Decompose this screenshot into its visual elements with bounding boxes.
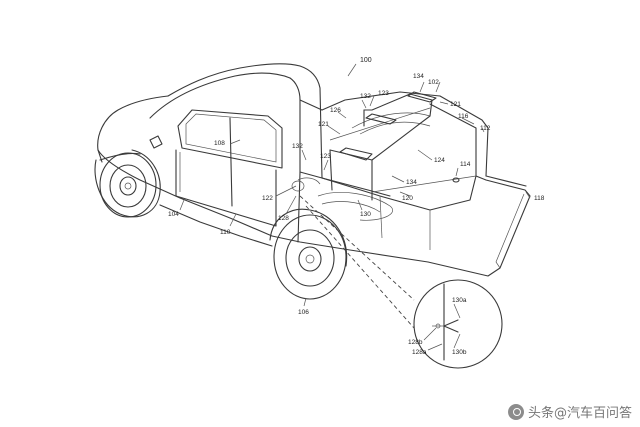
label-132-top: 132 <box>360 93 371 100</box>
label-122: 122 <box>262 195 273 202</box>
watermark-logo-icon <box>507 403 524 420</box>
label-112: 112 <box>480 125 491 132</box>
watermark: 头条@汽车百问答 <box>507 402 632 421</box>
label-134-top: 134 <box>413 73 424 80</box>
label-134-mid: 134 <box>406 179 417 186</box>
label-130b: 130b <box>452 349 467 356</box>
label-121-left: 121 <box>318 121 329 128</box>
label-128b: 128b <box>408 339 423 346</box>
label-128a: 128a <box>412 349 427 356</box>
front-wheel <box>94 149 161 218</box>
label-102: 102 <box>428 79 439 86</box>
label-121-right: 121 <box>450 101 461 108</box>
label-124: 124 <box>434 157 445 164</box>
truck-bed <box>271 91 531 277</box>
label-130: 130 <box>360 211 371 218</box>
label-100: 100 <box>360 57 372 64</box>
label-110: 110 <box>220 229 231 236</box>
reference-labels: 100 134 102 121 116 112 114 118 126 132 … <box>168 57 545 356</box>
label-116: 116 <box>458 113 469 120</box>
label-123-left: 123 <box>320 153 331 160</box>
label-128: 128 <box>278 215 289 222</box>
detail-view <box>299 195 503 369</box>
label-106: 106 <box>298 309 309 316</box>
label-104: 104 <box>168 211 179 218</box>
label-123-top: 123 <box>378 90 389 97</box>
label-130a: 130a <box>452 297 467 304</box>
rear-wheel <box>269 208 348 300</box>
watermark-text: 头条@汽车百问答 <box>527 406 632 421</box>
label-126-top: 126 <box>330 107 341 114</box>
label-132-left: 132 <box>292 143 303 150</box>
label-120: 120 <box>402 195 413 202</box>
label-108: 108 <box>214 140 225 147</box>
cab-outline <box>97 63 323 247</box>
leader-lines <box>179 63 531 351</box>
label-118: 118 <box>534 195 545 202</box>
label-114: 114 <box>460 161 471 168</box>
